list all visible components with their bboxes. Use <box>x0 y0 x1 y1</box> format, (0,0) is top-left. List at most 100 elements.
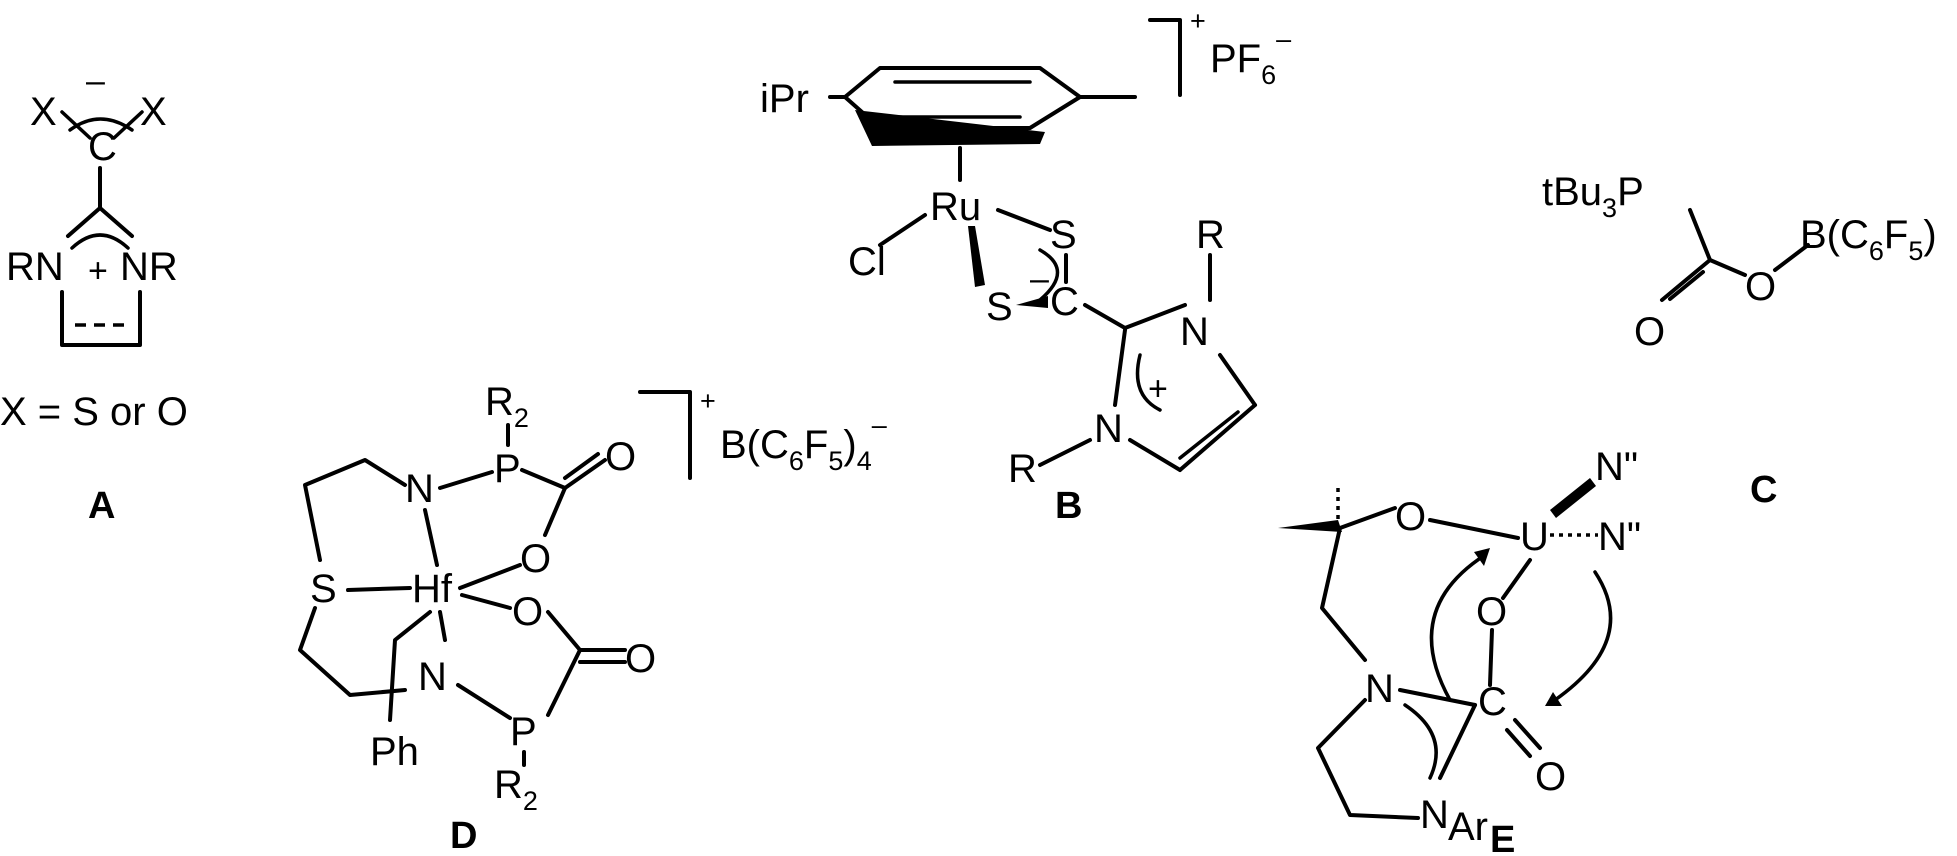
bond-c2-n4 <box>1438 703 1477 780</box>
cation-charge-d: + <box>700 386 716 416</box>
atom-o2-d: O <box>520 537 551 581</box>
atom-r1-b: R <box>1196 213 1225 257</box>
atom-hf: Hf <box>412 567 453 611</box>
charge-plus-b: + <box>1148 370 1168 408</box>
compound-a: X X – C + RN NR X = S or O A <box>0 62 188 527</box>
atom-o3-e: O <box>1535 755 1566 799</box>
atom-n2-b: N <box>1094 407 1123 451</box>
double-bond-c4-c5 <box>1178 410 1240 460</box>
bond-n2-p2 <box>456 683 512 720</box>
bond-ru-cl <box>878 213 927 247</box>
bond-o2-hf <box>458 563 522 590</box>
bond-o-b <box>1773 243 1810 272</box>
atom-s-d: S <box>310 567 337 611</box>
counterion-b: PF6– <box>1210 24 1291 90</box>
atom-p1: P <box>494 447 521 491</box>
atom-o4-d: O <box>625 637 656 681</box>
atom-ph: Ph <box>370 730 419 774</box>
delocalization-arc-ncn-e <box>1403 703 1438 780</box>
compound-c: tBu3P O O B(C6F5) C <box>1542 170 1937 511</box>
compound-d: R2 P N O O S Hf O O N P Ph R2 <box>298 380 887 856</box>
bond-c2-n3 <box>98 206 134 238</box>
bracket-b <box>1148 18 1182 97</box>
bond-p1-n1 <box>438 470 494 490</box>
atom-r2-b: R <box>1008 447 1037 491</box>
bond-c1-o1-inner <box>563 452 600 480</box>
cymene-front-wedge <box>855 110 1045 146</box>
bond-o2-c <box>1488 628 1494 687</box>
atom-u: U <box>1520 515 1549 559</box>
atom-n1-d: N <box>405 467 434 511</box>
label-d: D <box>450 815 477 856</box>
atom-ru: Ru <box>930 185 981 229</box>
chain-s-n2 <box>298 606 407 697</box>
delocalization-arc-xcx <box>68 117 134 132</box>
curved-arrow-1 <box>1429 553 1487 702</box>
ring-backbone-a <box>60 290 142 347</box>
atom-x-right: X <box>140 90 167 134</box>
cation-charge-b: + <box>1190 6 1206 36</box>
bond-n2-r <box>1038 438 1092 467</box>
label-e: E <box>1490 819 1515 856</box>
compound-e: O U N" N" O C O N N Ar E <box>1278 445 1641 856</box>
atom-n1-e: N" <box>1595 445 1638 489</box>
atom-c-b: C <box>1050 280 1079 324</box>
atom-s2: S <box>986 285 1013 329</box>
bond-c4-n2 <box>1128 438 1182 472</box>
bond-c2-p2 <box>546 648 582 717</box>
chain-hf-ph <box>388 610 432 722</box>
bond-c-o3-inner <box>1505 728 1532 758</box>
wedge-ru-s2 <box>968 226 985 287</box>
atom-o-carbonyl-c: O <box>1634 310 1665 354</box>
atom-cl: Cl <box>848 240 886 284</box>
label-a: A <box>88 485 115 527</box>
atom-ar: Ar <box>1448 805 1488 849</box>
bond-o3-c2 <box>546 610 582 652</box>
atom-tbu3p: tBu3P <box>1542 170 1644 223</box>
bond-c-o-double-inner <box>1668 270 1705 301</box>
delocalization-arc-scs <box>1038 248 1060 302</box>
wedge-methyl-left <box>1278 520 1342 532</box>
wedge-u-n1 <box>1550 478 1596 518</box>
bond-ru-s1 <box>996 208 1052 232</box>
atom-ipr: iPr <box>760 77 809 121</box>
atom-n2-d: N <box>418 655 447 699</box>
delocalization-arc-ncn <box>70 233 130 250</box>
bond-x-c-right <box>112 110 144 140</box>
bond-c2-n1 <box>1123 303 1187 330</box>
atom-n4-e: N <box>1420 793 1449 837</box>
atom-nr: NR <box>120 245 178 289</box>
bracket-d <box>638 390 692 480</box>
bond-n1-hf <box>423 508 439 567</box>
bond-c2-n1 <box>66 206 102 238</box>
bond-n1-c5 <box>1218 353 1257 407</box>
bond-c-c2 <box>1083 303 1127 330</box>
arrowhead-2 <box>1545 692 1562 706</box>
arrowhead-1 <box>1474 548 1490 566</box>
label-c: C <box>1750 469 1777 511</box>
bond-c1-o1 <box>563 458 607 490</box>
atom-n2-e: N" <box>1598 515 1641 559</box>
chain-cq-n3 <box>1320 526 1367 662</box>
atom-p2: P <box>510 710 537 754</box>
atom-o-c: O <box>1745 265 1776 309</box>
compound-b: iPr Ru Cl S S C – N R N + R + PF6– B <box>760 6 1291 527</box>
atom-o1-d: O <box>605 435 636 479</box>
caption-a: X = S or O <box>0 390 188 434</box>
atom-c-e: C <box>1478 680 1507 724</box>
label-b: B <box>1055 485 1082 527</box>
atom-o2-e: O <box>1476 590 1507 634</box>
bond-c2-n2 <box>1113 328 1127 407</box>
ring-backbone-e <box>1316 698 1420 820</box>
bond-hf-o3 <box>460 593 512 610</box>
bond-hf-n2 <box>438 610 447 642</box>
atom-r2-bottom: R2 <box>494 763 538 816</box>
atom-o3-d: O <box>512 590 543 634</box>
atom-x-left: X <box>30 90 57 134</box>
counterion-d: B(C6F5)4– <box>720 410 887 476</box>
delocalization-arc-ncn-b <box>1135 353 1162 412</box>
atom-r2-top: R2 <box>485 380 529 433</box>
bond-c-o3 <box>1513 718 1542 750</box>
atom-bc6f5: B(C6F5) <box>1800 213 1937 266</box>
bond-cq-o1 <box>1338 506 1397 530</box>
